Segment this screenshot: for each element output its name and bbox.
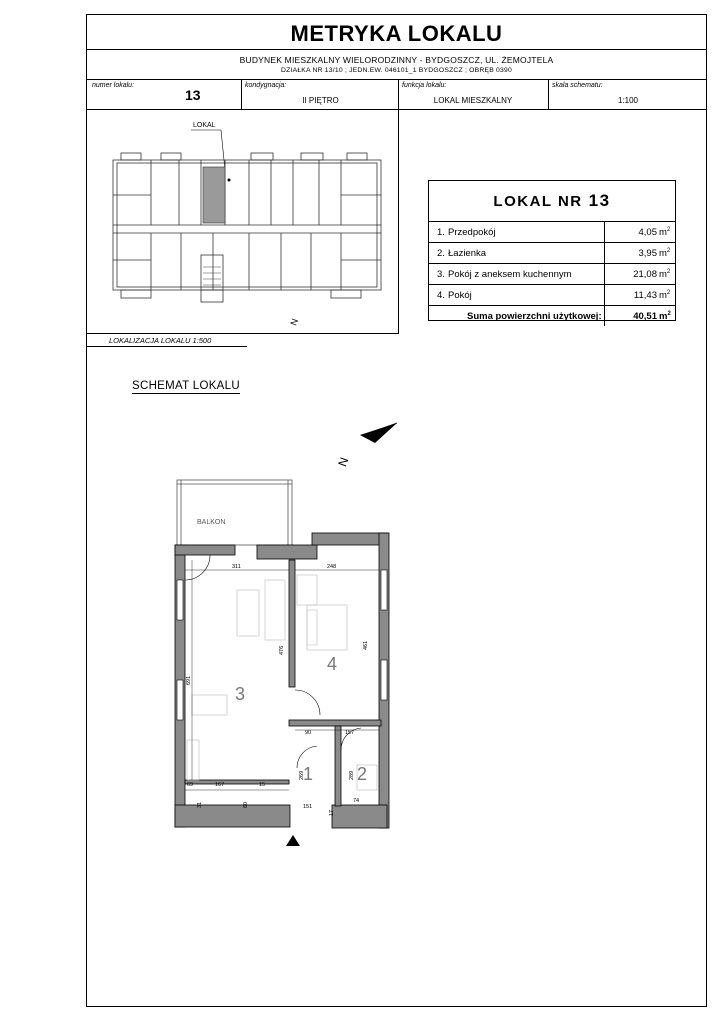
dimension-label: 31	[197, 802, 203, 808]
dimension-label: 476	[279, 646, 285, 655]
dimension-label: 289	[349, 771, 355, 780]
room-number-4: 4	[327, 654, 337, 674]
schema-title: SCHEMAT LOKALU	[132, 380, 240, 394]
location-north-letter: N	[288, 317, 301, 327]
scale-value: 1:100	[617, 96, 639, 105]
dimension-label: 151	[303, 804, 312, 810]
dimension-label: 311	[232, 564, 241, 570]
dimension-label: 248	[327, 564, 336, 570]
highlighted-unit	[202, 166, 226, 224]
dimension-label: 90	[305, 730, 311, 736]
dimension-label: 691	[186, 676, 192, 685]
unit-number-caption: numer lokalu:	[92, 82, 135, 89]
dimension-label: 69	[187, 782, 193, 788]
location-tag: LOKAL	[193, 122, 216, 129]
dimension-label: 269	[299, 771, 305, 780]
unit-number: 13	[185, 87, 201, 103]
divider	[87, 346, 247, 347]
building-description: BUDYNEK MIESZKALNY WIELORODZINNY - BYDGO…	[239, 55, 554, 65]
scale-caption: skala schematu:	[552, 82, 603, 89]
divider	[398, 79, 399, 109]
divider	[398, 109, 399, 333]
dimension-label: 60	[243, 802, 249, 808]
divider	[548, 79, 549, 109]
dimension-label: 157	[345, 730, 354, 736]
document-sheet: METRYKA LOKALU BUDYNEK MIESZKALNY WIELOR…	[86, 14, 707, 1007]
north-arrow-icon	[360, 423, 397, 443]
north-letter: N	[335, 455, 351, 468]
divider	[87, 109, 706, 110]
balcony	[176, 479, 293, 546]
function-caption: funkcja lokalu:	[402, 82, 447, 89]
lokal-table-row: 3. Pokój z aneksem kuchennym 21,08 m2	[429, 264, 675, 284]
dimension-label: 15	[259, 782, 265, 788]
storey-caption: kondygnacja:	[245, 82, 287, 89]
room-number-1: 1	[303, 764, 313, 784]
room-number-3: 3	[235, 684, 245, 704]
dimension-label: 167	[215, 782, 224, 788]
location-plan-drawing: LOKAL	[112, 122, 382, 303]
dimension-label: 74	[353, 798, 359, 804]
lokal-table-row: 2. Łazienka 3,95 m2	[429, 243, 675, 263]
dimension-label: 461	[363, 641, 369, 650]
plot-description: DZIAŁKA NR 13/10 ; JEDN.EW. 046101_1 BYD…	[281, 67, 512, 74]
balcony-label: BALKON	[197, 519, 225, 526]
divider	[87, 333, 399, 334]
function-value: LOKAL MIESZKALNY	[433, 96, 513, 105]
floor-plan-drawing: N BALKON	[174, 422, 398, 846]
lokal-table-total-row: Suma powierzchni użytkowej: 40,51 m2	[429, 306, 675, 326]
room-number-2: 2	[357, 764, 367, 784]
dimension-label: 17	[329, 810, 335, 816]
entrance-arrow-icon	[286, 835, 300, 846]
divider	[87, 49, 706, 50]
lokal-table-row: 4. Pokój 11,43 m2	[429, 285, 675, 305]
divider	[241, 79, 242, 109]
lokal-table-row: 1. Przedpokój 4,05 m2	[429, 222, 675, 242]
storey-value: II PIĘTRO	[302, 96, 339, 105]
location-caption: LOKALIZACJA LOKALU 1:500	[109, 336, 212, 345]
page-title: METRYKA LOKALU	[290, 21, 503, 46]
divider	[87, 79, 706, 80]
